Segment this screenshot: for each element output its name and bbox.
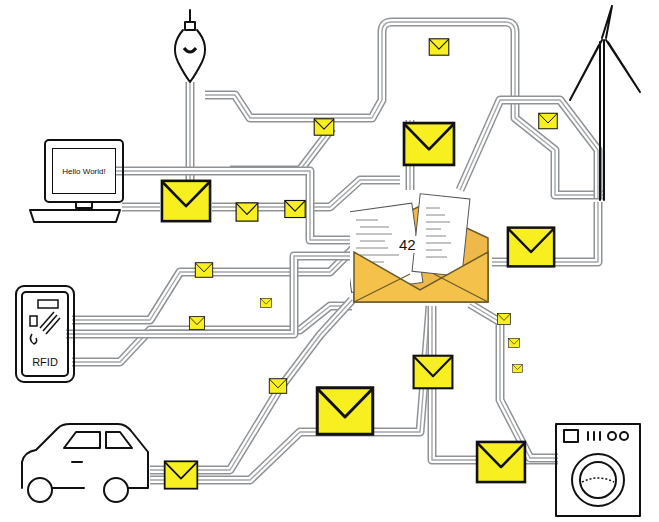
wire xyxy=(187,82,193,180)
computer-screen: Hello World! xyxy=(52,148,116,194)
device-label: RFID xyxy=(31,356,59,368)
light-bulb xyxy=(175,10,205,82)
wire xyxy=(150,300,352,470)
connectors xyxy=(66,171,350,334)
washing-machine xyxy=(556,424,640,516)
wire xyxy=(150,300,352,470)
wire xyxy=(460,100,598,198)
wire xyxy=(186,82,195,180)
rfid-reader xyxy=(16,286,74,382)
wire xyxy=(470,304,558,458)
wire-connector xyxy=(66,256,350,334)
wire xyxy=(189,82,190,180)
wire xyxy=(460,100,598,198)
wire xyxy=(470,304,558,458)
letter-number: 42 xyxy=(398,236,417,253)
open-envelope: 42 xyxy=(350,190,492,306)
envelopes xyxy=(162,39,557,489)
rfid-reader-face: RFID xyxy=(24,294,66,374)
wire xyxy=(460,100,598,198)
wires xyxy=(72,22,604,480)
envelope-shape xyxy=(350,190,492,306)
car xyxy=(22,424,148,502)
device-label: Hello World! xyxy=(61,167,106,176)
wire xyxy=(150,300,352,470)
wire xyxy=(470,304,558,458)
computer xyxy=(30,140,123,222)
wind-turbine xyxy=(570,6,640,200)
wire-connector xyxy=(116,171,350,240)
